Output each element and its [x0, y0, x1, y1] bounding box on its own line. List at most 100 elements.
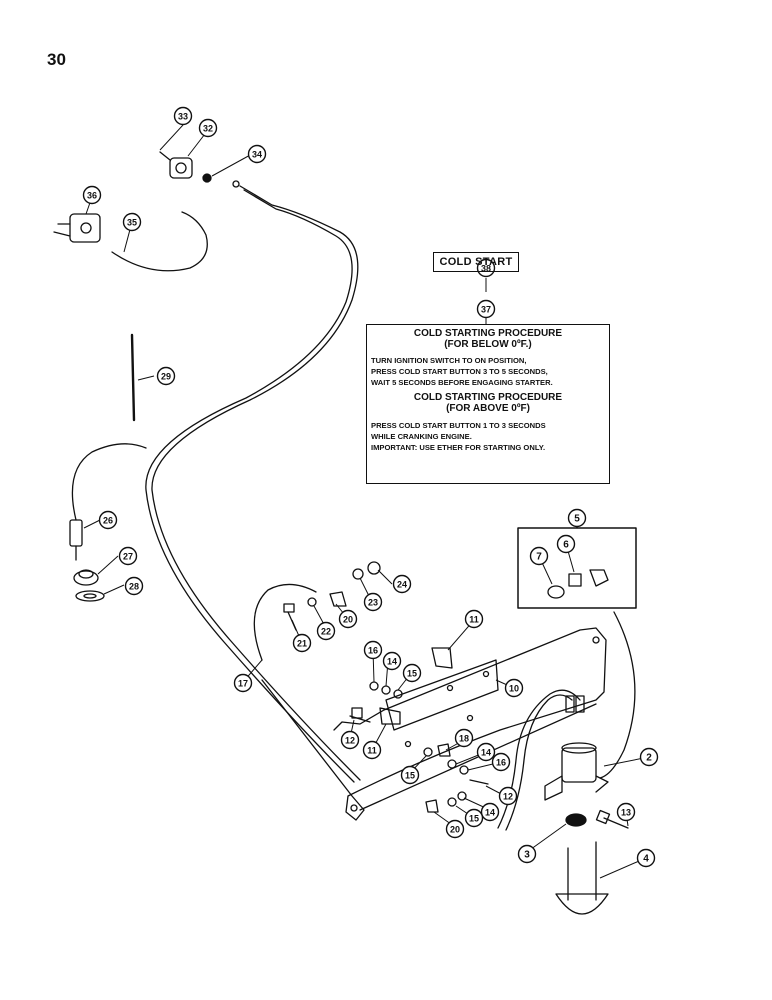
main-cable-inner	[145, 189, 355, 783]
callout-12: 12	[498, 786, 518, 806]
callout-23: 23	[363, 592, 383, 612]
procedure-line: WHILE CRANKING ENGINE.	[371, 432, 472, 441]
callout-circle	[362, 740, 382, 760]
callout-circle	[98, 510, 118, 530]
callout-4: 4	[636, 848, 656, 868]
callout-number: 33	[178, 112, 188, 122]
callout-number: 27	[123, 552, 133, 562]
callout-number: 15	[469, 814, 479, 824]
callout-circle	[476, 742, 496, 762]
callout-6: 6	[556, 534, 576, 554]
callout-34: 34	[247, 144, 267, 164]
callout-circle	[363, 640, 383, 660]
callout-circle	[476, 299, 496, 319]
cold-starting-procedure-decal: COLD STARTING PROCEDURE (FOR BELOW 0ºF.)…	[366, 324, 610, 484]
callout-14: 14	[382, 651, 402, 671]
callout-circle	[124, 576, 144, 596]
wire-26	[71, 443, 147, 521]
procedure-line: WAIT 5 SECONDS BEFORE ENGAGING STARTER.	[371, 378, 553, 387]
procedure-line: PRESS COLD START BUTTON 3 TO 5 SECONDS,	[371, 367, 548, 376]
callout-circle	[476, 258, 496, 278]
callout-number: 37	[481, 305, 491, 315]
callout-15: 15	[400, 765, 420, 785]
callout-number: 2	[646, 753, 652, 764]
wire-21-loop	[253, 583, 317, 661]
callout-14: 14	[476, 742, 496, 762]
callout-17: 17	[233, 673, 253, 693]
callout-number: 22	[321, 627, 331, 637]
callout-20: 20	[445, 819, 465, 839]
callout-circle	[247, 144, 267, 164]
callout-circle	[567, 508, 587, 528]
callout-circle	[504, 678, 524, 698]
callout-circle	[639, 747, 659, 767]
bracket	[261, 627, 607, 821]
callout-38: 38	[476, 258, 496, 278]
callout-number: 18	[459, 734, 469, 744]
callout-28: 28	[124, 576, 144, 596]
callout-number: 12	[345, 736, 355, 746]
callout-number: 10	[509, 684, 519, 694]
callout-number: 38	[481, 264, 491, 274]
callout-number: 28	[129, 582, 139, 592]
callout-circle	[517, 844, 537, 864]
procedure-line: PRESS COLD START BUTTON 1 TO 3 SECONDS	[371, 421, 546, 430]
callout-number: 36	[87, 191, 97, 201]
callout-circle	[198, 118, 218, 138]
callout-circle	[556, 534, 576, 554]
callout-number: 14	[387, 657, 397, 667]
callout-18: 18	[454, 728, 474, 748]
main-cable	[151, 185, 361, 781]
callout-number: 24	[397, 580, 407, 590]
callout-16: 16	[363, 640, 383, 660]
procedure-title-below: COLD STARTING PROCEDURE	[413, 328, 563, 339]
callout-36: 36	[82, 185, 102, 205]
callout-circle	[491, 752, 511, 772]
callout-circle	[454, 728, 474, 748]
callout-16: 16	[491, 752, 511, 772]
procedure-subtitle-below: (FOR BELOW 0ºF.)	[444, 339, 532, 350]
callout-5: 5	[567, 508, 587, 528]
callout-circle	[464, 609, 484, 629]
callout-circle	[122, 212, 142, 232]
callout-number: 11	[469, 615, 479, 625]
callout-21: 21	[292, 633, 312, 653]
callout-27: 27	[118, 546, 138, 566]
callout-circle	[529, 546, 549, 566]
callout-number: 14	[481, 748, 491, 758]
callout-circle	[118, 546, 138, 566]
callout-11: 11	[464, 609, 484, 629]
callout-circle	[616, 802, 636, 822]
callout-12: 12	[340, 730, 360, 750]
callout-number: 21	[297, 639, 307, 649]
callout-number: 15	[405, 771, 415, 781]
callout-number: 7	[536, 552, 542, 563]
callout-number: 23	[368, 598, 378, 608]
callout-11: 11	[362, 740, 382, 760]
callout-circle	[82, 185, 102, 205]
procedure-title-above: COLD STARTING PROCEDURE	[413, 392, 563, 403]
callout-37: 37	[476, 299, 496, 319]
callout-number: 17	[238, 679, 248, 689]
callout-circle	[292, 633, 312, 653]
callout-circle	[233, 673, 253, 693]
callout-32: 32	[198, 118, 218, 138]
callout-number: 20	[450, 825, 460, 835]
callout-number: 34	[252, 150, 262, 160]
callout-number: 26	[103, 516, 113, 526]
hose	[505, 694, 573, 831]
callout-circle	[480, 802, 500, 822]
callout-2: 2	[639, 747, 659, 767]
callout-35: 35	[122, 212, 142, 232]
callout-15: 15	[402, 663, 422, 683]
callout-33: 33	[173, 106, 193, 126]
callout-24: 24	[392, 574, 412, 594]
callout-number: 14	[485, 808, 495, 818]
callout-circle	[316, 621, 336, 641]
callout-number: 11	[367, 746, 377, 756]
cold-start-decal: COLD START	[433, 252, 519, 272]
callout-circle	[402, 663, 422, 683]
callout-number: 5	[574, 514, 580, 525]
page-number: 30	[47, 50, 66, 69]
callout-number: 35	[127, 218, 137, 228]
